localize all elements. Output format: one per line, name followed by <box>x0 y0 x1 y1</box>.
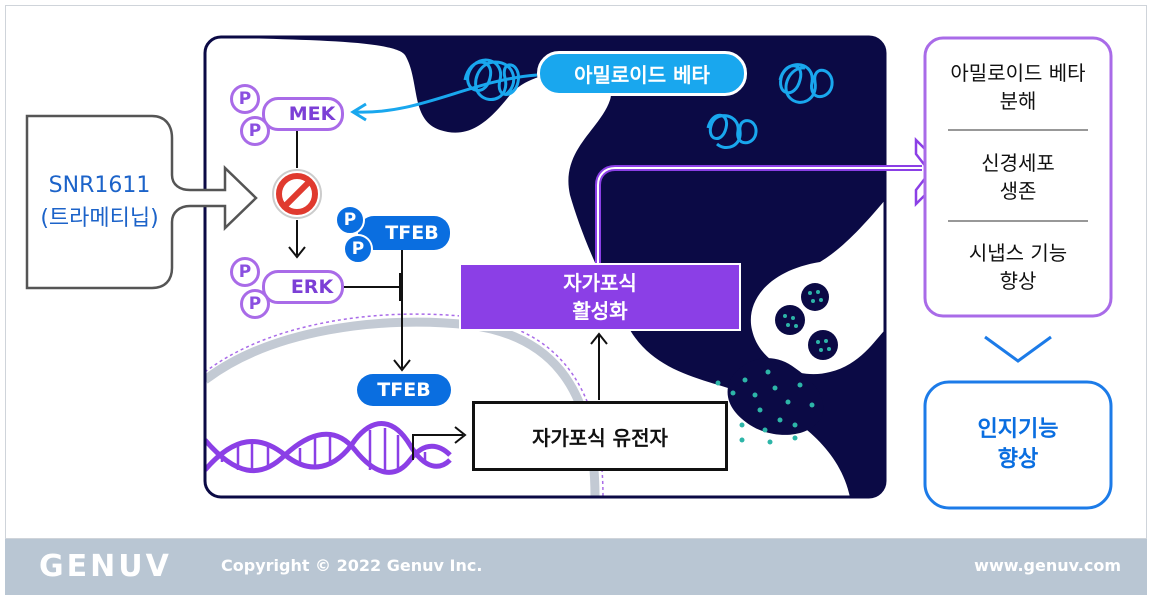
inhibition-icon <box>272 169 322 219</box>
cognition-line1: 인지기능 <box>977 417 1059 442</box>
chevron-down-icon <box>984 335 1052 363</box>
amyloid-to-mek-arrow <box>354 73 538 114</box>
synaptic-vesicles <box>775 283 838 360</box>
cell-border <box>203 35 887 499</box>
neurotransmitter-release <box>727 358 824 435</box>
dna-to-gene-arrow <box>412 434 463 460</box>
tfeb-phospho-1: P <box>335 205 365 235</box>
outcome-3-line2: 향상 <box>999 269 1037 293</box>
outcome-amyloid-degradation: 아밀로이드 베타 분해 <box>925 55 1111 119</box>
cognition-improvement: 인지기능 향상 <box>925 410 1111 480</box>
tfeb-phospho-pill: TFEB <box>358 216 450 250</box>
mek-pill: MEK <box>262 97 344 131</box>
dna-rungs <box>220 428 427 472</box>
autophagy-activation-line1: 자가포식 <box>563 271 637 295</box>
outcome-2-line2: 생존 <box>999 179 1037 203</box>
autophagy-activation-box: 자가포식 활성화 <box>459 263 741 331</box>
tfeb-nuclear-pill: TFEB <box>357 374 451 406</box>
mek-phospho-2: P <box>240 116 270 146</box>
erk-pill: ERK <box>262 270 344 304</box>
amyloid-beta-label: 아밀로이드 베타 <box>537 51 747 96</box>
extracellular-region <box>205 37 885 497</box>
tfeb-phospho-2: P <box>343 234 373 264</box>
neurotransmitter-dots <box>715 369 815 445</box>
autophagy-gene-box: 자가포식 유전자 <box>472 401 728 471</box>
outcome-neuron-survival: 신경세포 생존 <box>925 145 1111 209</box>
outcome-1-line1: 아밀로이드 베타 <box>950 61 1086 85</box>
drug-name-line1: SNR1611 <box>48 173 151 198</box>
erk-phospho-2: P <box>240 289 270 319</box>
amyloid-tangle-icon <box>463 58 520 101</box>
drug-callout <box>25 114 258 290</box>
drug-name-line2: (트라메티닙) <box>40 206 159 231</box>
amyloid-tangle-icon <box>778 63 834 104</box>
autophagy-activation-line2: 활성화 <box>572 299 628 323</box>
footer-bar: GENUV Copyright © 2022 Genuv Inc. www.ge… <box>5 539 1147 595</box>
amyloid-tangle-icon <box>706 113 758 149</box>
cognition-panel <box>923 380 1113 510</box>
outcomes-panel <box>923 36 1113 318</box>
outcome-synapse-function: 시냅스 기능 향상 <box>925 235 1111 299</box>
outcome-1-line2: 분해 <box>999 89 1037 113</box>
outcome-3-line1: 시냅스 기능 <box>968 241 1068 265</box>
copyright-text: Copyright © 2022 Genuv Inc. <box>221 556 483 575</box>
outcome-2-line1: 신경세포 <box>981 151 1055 175</box>
drug-name: SNR1611 (트라메티닙) <box>27 167 172 237</box>
mek-phospho-1: P <box>230 84 260 114</box>
erk-phospho-1: P <box>230 257 260 287</box>
genuv-logo: GENUV <box>39 549 172 584</box>
cognition-line2: 향상 <box>997 447 1039 472</box>
website-link[interactable]: www.genuv.com <box>974 556 1121 575</box>
dna-helix <box>205 421 452 475</box>
